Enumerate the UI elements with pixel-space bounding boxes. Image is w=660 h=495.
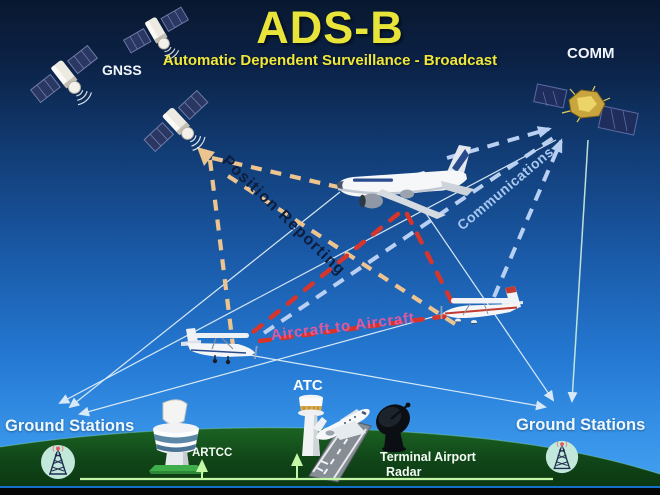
atc-tower — [298, 394, 324, 456]
radar-dish — [376, 402, 411, 453]
ground-reference-line — [80, 453, 553, 481]
ground-stations-left-label: Ground Stations — [5, 417, 135, 435]
page-title: ADS-B — [256, 2, 404, 53]
terminal-airport-radar-label: Terminal Airport — [380, 450, 476, 464]
ga-aircraft-left — [181, 328, 258, 365]
artcc-label: ARTCC — [192, 447, 233, 459]
gnss-label: GNSS — [102, 62, 142, 78]
ga-aircraft-right — [440, 286, 523, 324]
page-subtitle: Automatic Dependent Surveillance - Broad… — [162, 52, 498, 69]
artcc-station — [149, 399, 205, 474]
bottom-black-band — [0, 488, 660, 495]
airliner — [337, 145, 474, 219]
communications-links — [262, 126, 563, 335]
position-reporting-links — [197, 147, 460, 347]
aircraft-to-aircraft-links — [249, 211, 458, 344]
ground-station-badge-left — [40, 444, 76, 480]
departing-jet — [313, 408, 370, 440]
ground-station-badge-right — [545, 440, 579, 474]
bottom-blue-line — [0, 486, 660, 488]
ground-stations-right-label: Ground Stations — [516, 416, 646, 434]
terminal-airport-radar-label-line2: Radar — [386, 465, 422, 479]
comm-satellite — [533, 83, 639, 136]
comm-label: COMM — [567, 45, 615, 62]
atc-label: ATC — [293, 377, 323, 394]
